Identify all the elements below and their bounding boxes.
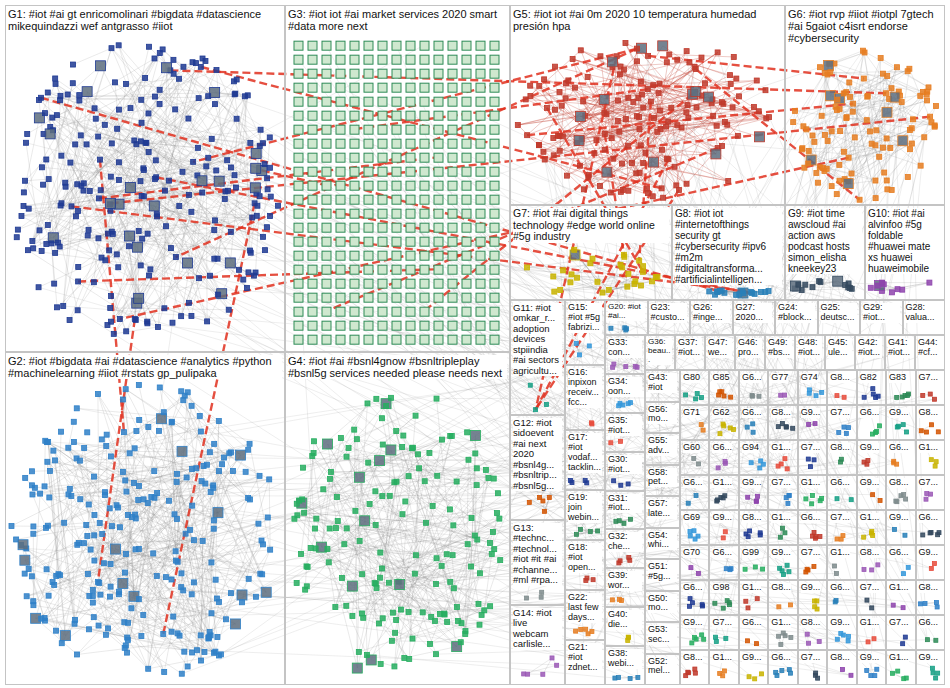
graph-canvas: G1: #iot #ai gt enricomolinari #bigdata … [0, 0, 950, 688]
